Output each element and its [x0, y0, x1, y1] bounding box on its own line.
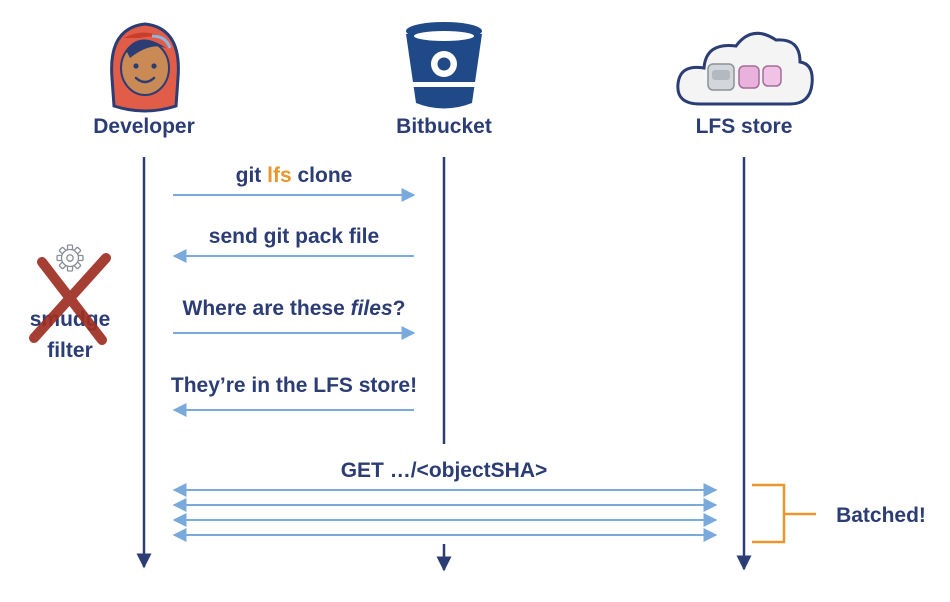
lfs-store-label: LFS store	[695, 115, 793, 138]
message-in-lfs-store: They’re in the LFS store!	[170, 374, 418, 397]
developer-label: Developer	[93, 115, 195, 138]
message-lfs-clone-post: clone	[291, 164, 353, 187]
message-get-object: GET …/<objectSHA>	[340, 459, 548, 482]
cloud-storage-icon	[676, 31, 814, 106]
message-lfs-clone-accent: lfs	[267, 164, 292, 187]
message-lfs-clone-pre: git	[235, 164, 268, 187]
gear-icon	[56, 244, 84, 272]
message-where-files-pre: Where are these	[182, 297, 351, 320]
message-where-files-em: files	[350, 297, 393, 320]
smudge-label: smudge	[29, 308, 111, 331]
batched-bracket	[752, 483, 816, 544]
message-where-files-post: ?	[392, 297, 406, 320]
message-lfs-clone: git lfs clone	[174, 165, 414, 186]
batched-label: Batched!	[836, 504, 926, 527]
message-send-pack: send git pack file	[208, 225, 380, 248]
developer-avatar-icon	[110, 22, 180, 113]
message-where-files: Where are these files?	[154, 298, 434, 319]
filter-label: filter	[47, 339, 93, 362]
bitbucket-bucket-icon	[406, 22, 482, 109]
bitbucket-label: Bitbucket	[396, 115, 492, 138]
